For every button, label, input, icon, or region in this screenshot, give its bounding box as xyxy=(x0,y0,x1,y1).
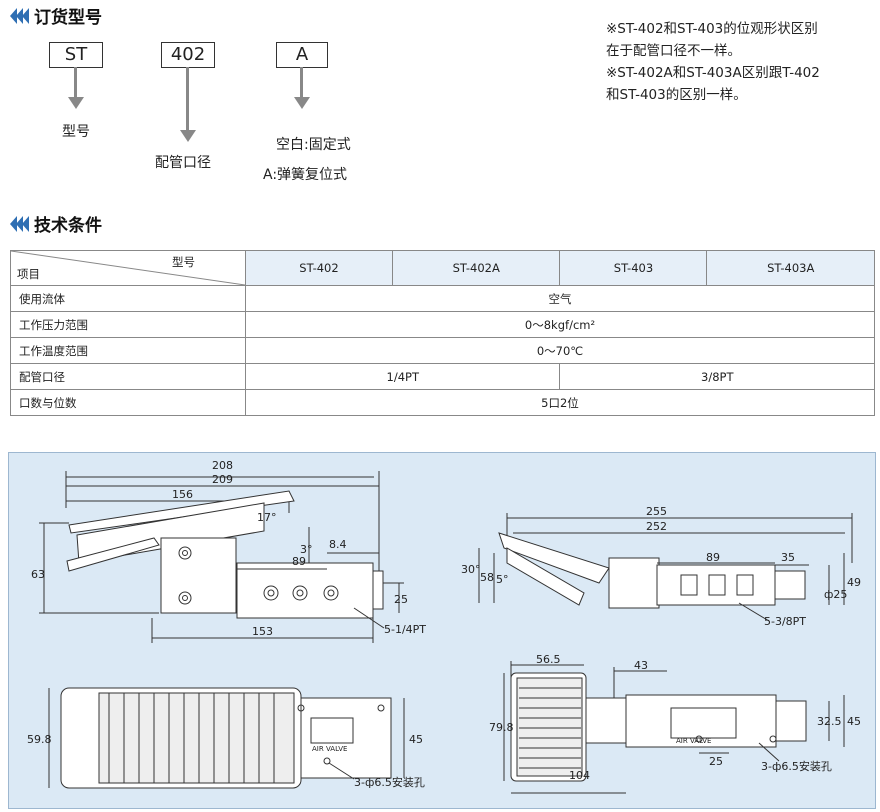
arrow-port xyxy=(186,67,189,130)
view-top-402 xyxy=(48,687,405,789)
dim-label: 89 xyxy=(706,551,720,564)
row-value: 0～8kgf/cm² xyxy=(245,311,875,338)
dim-label: 208 xyxy=(212,459,233,472)
dim-label: ф25 xyxy=(824,588,847,601)
dim-label: 59.8 xyxy=(27,733,52,746)
table-row: 口数与位数 5口2位 xyxy=(10,389,875,416)
view-side-402 xyxy=(39,471,404,643)
table-header-row: 型号 项目 ST-402 ST-402A ST-403 ST-403A xyxy=(10,250,875,286)
arrow-model xyxy=(74,67,77,97)
brand-label: AIR VALVE xyxy=(676,737,711,745)
view-side-403 xyxy=(478,513,853,622)
dim-label: 8.4 xyxy=(329,538,347,551)
dim-label: 3° xyxy=(300,543,313,556)
holes-label: 3-ф6.5安装孔 xyxy=(354,775,425,789)
order-section-title: 订货型号 xyxy=(10,3,102,28)
label-fixed: 空白:固定式 xyxy=(276,137,351,153)
dim-label: 30° xyxy=(461,563,481,576)
dim-label: 255 xyxy=(646,505,667,518)
row-label: 配管口径 xyxy=(10,363,246,390)
chevron-icon xyxy=(10,215,29,232)
model-header: ST-403A xyxy=(706,250,875,286)
model-header: ST-402A xyxy=(391,250,561,286)
table-row: 工作温度范围 0～70℃ xyxy=(10,337,875,364)
row-label: 工作压力范围 xyxy=(10,311,246,338)
code-box-series: ST xyxy=(49,42,103,68)
model-header: ST-402 xyxy=(245,250,393,286)
corner-bottom-label: 项目 xyxy=(17,267,40,281)
dim-label: 252 xyxy=(646,520,667,533)
port-label: 5-3/8PT xyxy=(764,615,806,628)
holes-label: 3-ф6.5安装孔 xyxy=(761,759,832,773)
dim-label: 63 xyxy=(31,568,45,581)
label-model: 型号 xyxy=(62,124,90,140)
dim-label: 45 xyxy=(847,715,861,728)
arrow-down-icon xyxy=(294,97,310,109)
label-port: 配管口径 xyxy=(155,155,211,171)
drawing-svg: 208 209 156 17° 3° 8.4 89 63 25 153 5-1/… xyxy=(27,459,861,794)
note-line: 和ST-403的区别一样。 xyxy=(606,87,747,103)
corner-top-label: 型号 xyxy=(172,255,195,269)
row-label: 口数与位数 xyxy=(10,389,246,416)
view-side-402-labels: 208 209 156 17° 3° 8.4 89 63 25 153 5-1/… xyxy=(31,459,426,638)
row-value-left: 1/4PT xyxy=(244,363,561,390)
dim-label: 5° xyxy=(496,573,509,586)
arrow-down-icon xyxy=(180,130,196,142)
row-label: 工作温度范围 xyxy=(10,337,246,364)
dim-label: 35 xyxy=(781,551,795,564)
row-value-right: 3/8PT xyxy=(559,363,875,390)
view-top-403 xyxy=(503,661,845,794)
view-top-403-labels: 56.5 43 79.8 32.5 45 25 104 AIR VALVE 3-… xyxy=(489,653,861,782)
corner-cell: 型号 项目 xyxy=(10,250,246,286)
dim-label: 89 xyxy=(292,555,306,568)
dim-label: 56.5 xyxy=(536,653,561,666)
note-line: ※ST-402A和ST-403A区别跟T-402 xyxy=(606,65,820,81)
dim-label: 58 xyxy=(480,571,494,584)
table-row: 工作压力范围 0～8kgf/cm² xyxy=(10,311,875,338)
dim-label: 45 xyxy=(409,733,423,746)
table-row: 使用流体 空气 xyxy=(10,285,875,312)
dim-label: 79.8 xyxy=(489,721,514,734)
dim-label: 17° xyxy=(257,511,277,524)
row-value: 5口2位 xyxy=(245,389,875,416)
view-side-403-labels: 255 252 89 35 30° 5° 58 49 ф25 5-3/8PT xyxy=(461,505,861,628)
spec-section-title: 技术条件 xyxy=(10,211,102,236)
dim-label: 25 xyxy=(394,593,408,606)
chevron-icon xyxy=(10,7,29,24)
dim-label: 209 xyxy=(212,473,233,486)
brand-label: AIR VALVE xyxy=(312,745,347,753)
arrow-type xyxy=(300,67,303,97)
view-top-402-labels: 59.8 45 AIR VALVE 3-ф6.5安装孔 xyxy=(27,733,425,789)
dim-label: 156 xyxy=(172,488,193,501)
dim-label: 49 xyxy=(847,576,861,589)
corner-diagonal xyxy=(11,251,245,285)
row-label: 使用流体 xyxy=(10,285,246,312)
label-spring: A:弹簧复位式 xyxy=(263,167,348,183)
port-label: 5-1/4PT xyxy=(384,623,426,636)
dim-label: 153 xyxy=(252,625,273,638)
row-value: 空气 xyxy=(245,285,875,312)
code-box-port: 402 xyxy=(161,42,215,68)
dim-label: 32.5 xyxy=(817,715,842,728)
technical-drawing-panel: 208 209 156 17° 3° 8.4 89 63 25 153 5-1/… xyxy=(8,452,876,809)
row-value: 0～70℃ xyxy=(245,337,875,364)
code-box-type: A xyxy=(276,42,328,68)
dim-label: 104 xyxy=(569,769,590,782)
arrow-down-icon xyxy=(68,97,84,109)
table-row: 配管口径 1/4PT 3/8PT xyxy=(10,363,875,390)
spec-table: 型号 项目 ST-402 ST-402A ST-403 ST-403A 使用流体… xyxy=(10,250,875,416)
note-line: ※ST-402和ST-403的位观形状区别 xyxy=(606,21,818,37)
note-line: 在于配管口径不一样。 xyxy=(606,43,741,59)
model-header: ST-403 xyxy=(559,250,708,286)
notes: ※ST-402和ST-403的位观形状区别 在于配管口径不一样。 ※ST-402… xyxy=(606,18,876,106)
dim-label: 43 xyxy=(634,659,648,672)
dim-label: 25 xyxy=(709,755,723,768)
